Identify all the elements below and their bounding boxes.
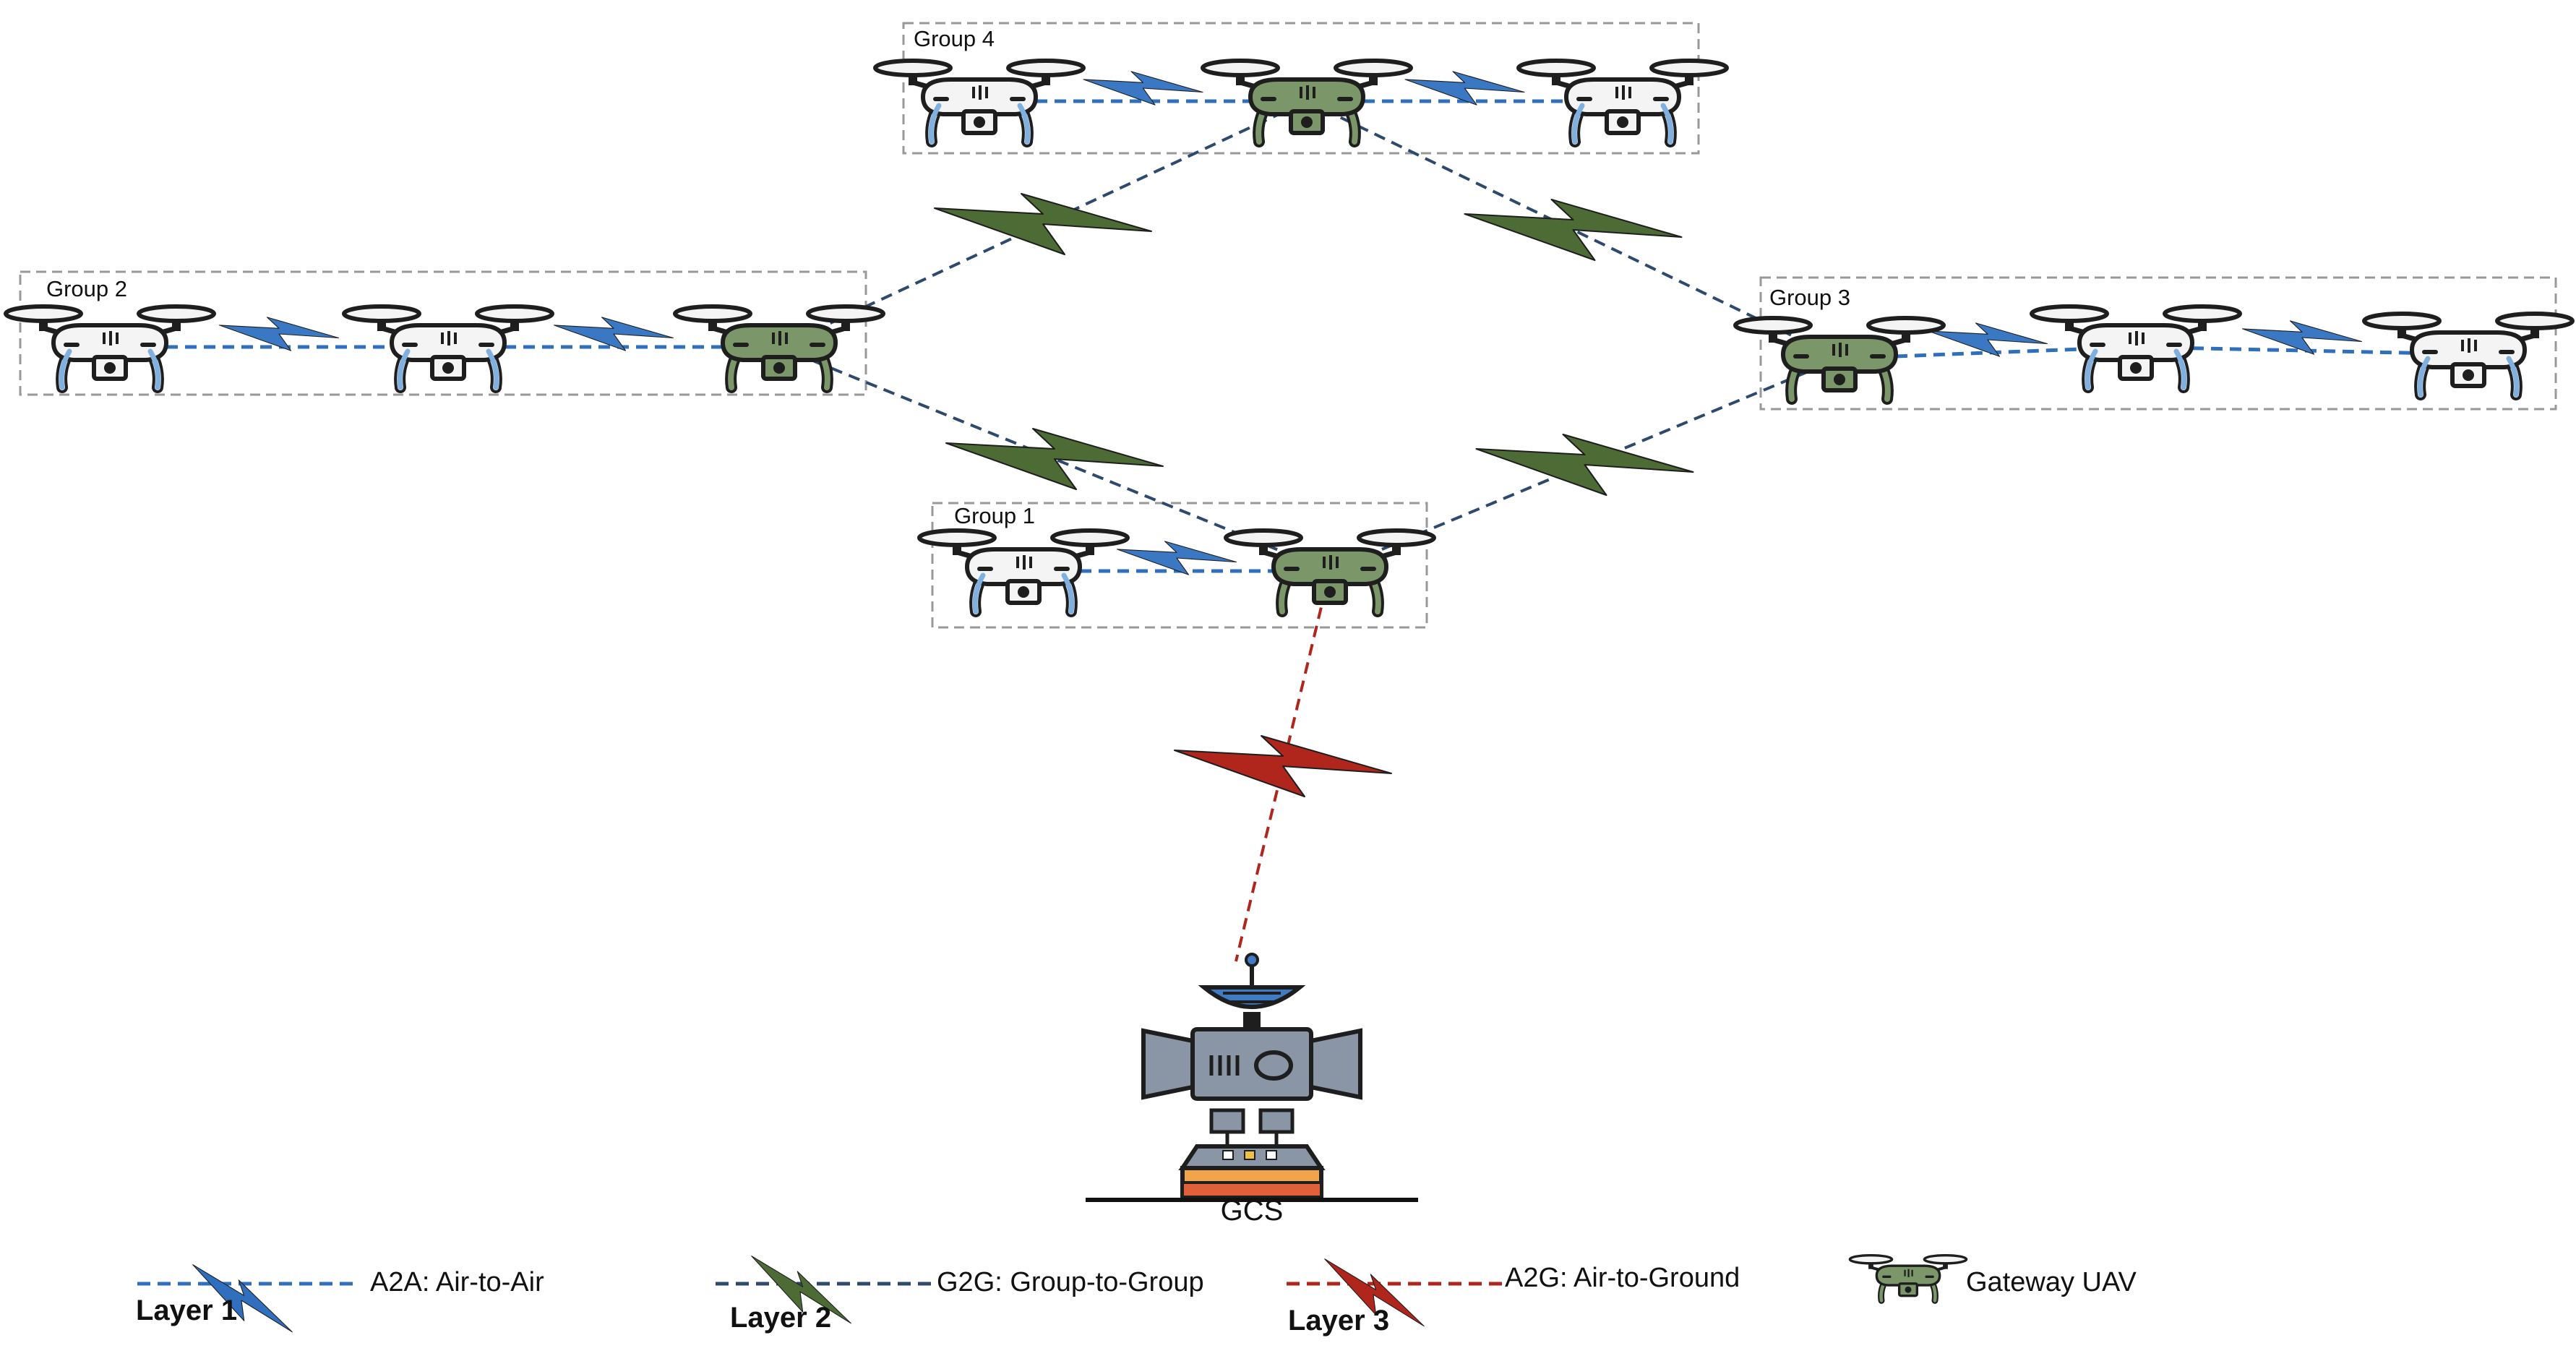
link-bolts <box>218 71 2363 797</box>
legend-gateway-text: Gateway UAV <box>1966 1267 2137 1297</box>
legend-layer-3: Layer 3 <box>1288 1305 1389 1336</box>
legend-item-a2g: Layer 3 A2G: Air-to-Ground <box>1287 1251 1740 1338</box>
legend-item-a2a: Layer 1 A2A: Air-to-Air <box>136 1257 544 1344</box>
drone-icon <box>344 306 552 387</box>
lightning-bolt-icon <box>934 193 1152 255</box>
group-4-box <box>902 22 1700 155</box>
gateway-drone-icon <box>1850 1256 1966 1301</box>
legend-item-g2g: Layer 2 G2G: Group-to-Group <box>716 1248 1204 1335</box>
legend-a2g-text: A2G: Air-to-Ground <box>1505 1263 1740 1293</box>
group-2-label: Group 2 <box>46 276 127 301</box>
legend-layer-1: Layer 1 <box>136 1295 237 1326</box>
drone-icon <box>2032 306 2240 387</box>
drone-icon <box>2364 314 2572 395</box>
drone-icon <box>6 306 214 387</box>
group-1-label: Group 1 <box>954 503 1035 528</box>
lightning-bolt-icon <box>1475 434 1694 496</box>
legend-layer-2: Layer 2 <box>730 1302 831 1334</box>
drone-icon <box>1519 61 1727 142</box>
group-3-label: Group 3 <box>1769 285 1850 310</box>
g2g-link <box>1306 100 1840 360</box>
ground-control-station-icon <box>1086 953 1418 1202</box>
drones <box>6 61 2572 612</box>
group-4-label: Group 4 <box>914 26 995 51</box>
group-2-box <box>19 270 867 396</box>
group-boxes: Group 4 Group 2 Group 3 Group 1 <box>19 22 2557 629</box>
group-3-box <box>1759 276 2557 411</box>
legend-g2g-text: G2G: Group-to-Group <box>937 1267 1204 1297</box>
legend-item-gateway: Gateway UAV <box>1850 1256 2137 1301</box>
lightning-bolt-icon <box>2241 320 2363 355</box>
group-1-box <box>931 502 1428 629</box>
drone-icon <box>875 61 1083 142</box>
gcs-label: GCS <box>1221 1195 1284 1227</box>
drone-icon <box>919 531 1128 612</box>
gateway-drone-icon <box>1735 318 1944 399</box>
g2g-link <box>1329 357 1840 572</box>
lightning-bolt-icon <box>1174 735 1392 797</box>
legend-a2a-text: A2A: Air-to-Air <box>370 1267 544 1297</box>
a2g-link <box>1235 570 1331 962</box>
lightning-bolt-icon <box>945 428 1164 490</box>
lightning-bolt-icon <box>1464 199 1683 261</box>
legend: Layer 1 A2A: Air-to-Air Layer 2 G2G: Gro… <box>136 1248 2137 1344</box>
